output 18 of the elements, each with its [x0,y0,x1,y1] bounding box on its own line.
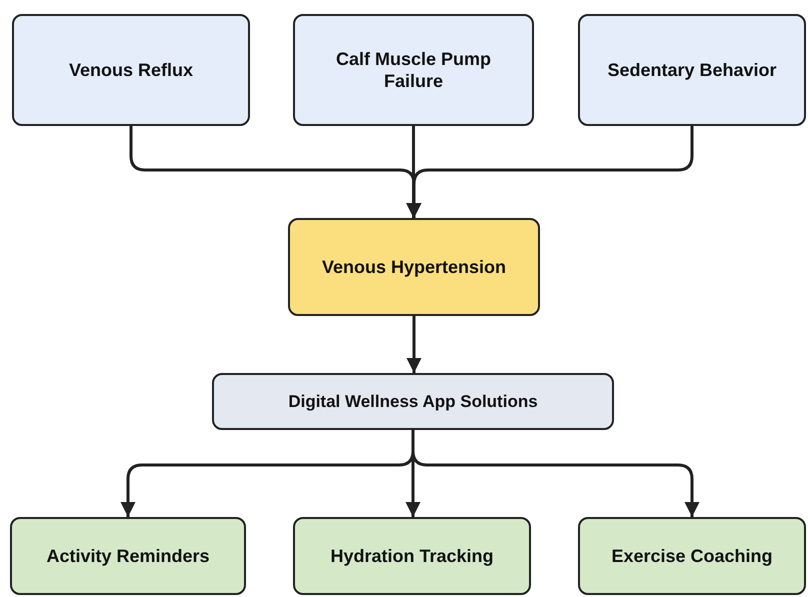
node-label: Calf Muscle Pump Failure [334,48,492,92]
solution-box [212,373,614,430]
connector-arrow [412,430,700,517]
cause-box [578,14,806,126]
feature-box [578,517,806,595]
node-label: Digital Wellness App Solutions [288,390,538,412]
condition-box [288,218,540,316]
node-label: Activity Reminders [46,544,210,568]
node-label: Hydration Tracking [330,544,494,568]
node-label: Exercise Coaching [611,544,773,568]
cause-box [12,14,250,126]
connector-arrow [406,316,422,373]
node-label: Sedentary Behavior [607,58,777,82]
node-label: Venous Reflux [68,58,194,82]
feature-box [293,517,531,595]
node-label: Venous Hypertension [322,256,506,278]
cause-box [293,14,534,126]
feature-box [10,517,246,595]
